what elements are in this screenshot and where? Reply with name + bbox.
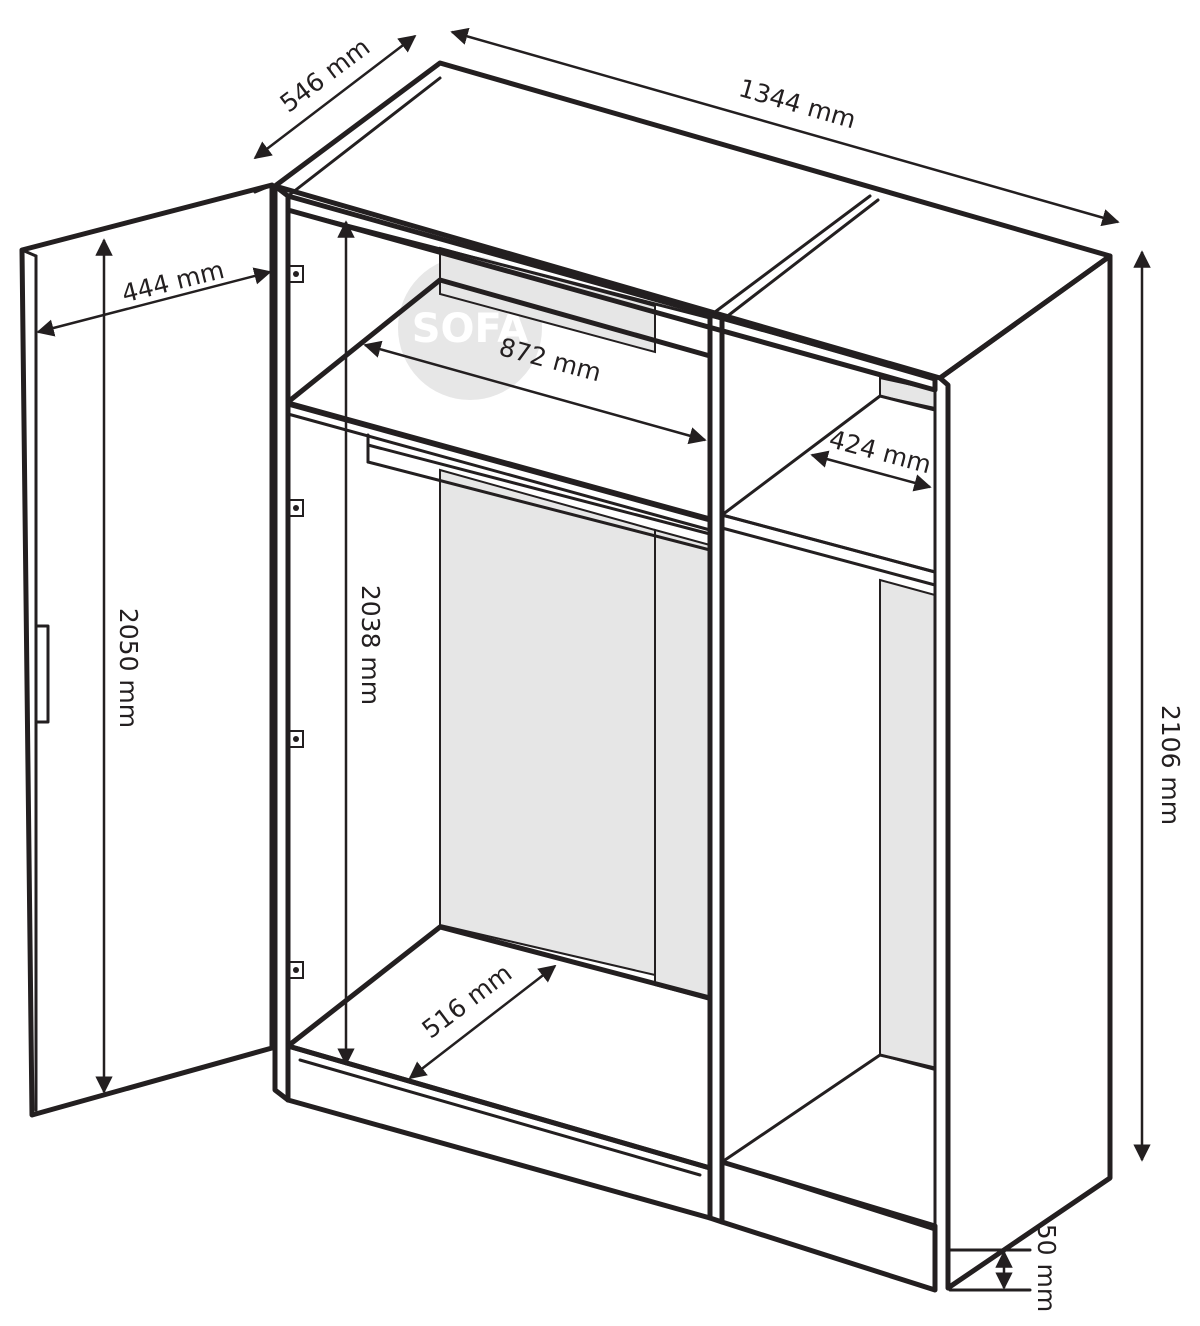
dimension-door-width: 444 mm (36, 255, 272, 337)
interior-depth-label: 516 mm (416, 958, 517, 1044)
hinge-icon (288, 730, 304, 748)
total-height-label: 2106 mm (1156, 705, 1185, 825)
dimension-plinth-height: 50 mm (948, 1224, 1061, 1312)
wardrobe-carcass (272, 60, 1113, 1293)
dimension-width: 1344 mm (450, 27, 1120, 227)
dimension-interior-height: 2038 mm (337, 220, 385, 1066)
hinge-icon (288, 961, 304, 979)
small-shelf-label: 424 mm (826, 424, 934, 479)
door-handle (34, 624, 50, 724)
door-width-label: 444 mm (119, 255, 227, 308)
interior-height-label: 2038 mm (356, 585, 385, 705)
door-height-label: 2050 mm (114, 608, 143, 728)
dimension-door-height: 2050 mm (95, 238, 143, 1094)
hinge-icon (288, 499, 304, 517)
door-hinges (288, 265, 304, 979)
plinth-height-label: 50 mm (1032, 1224, 1061, 1312)
dimension-small-shelf: 424 mm (810, 424, 934, 492)
open-door (19, 182, 275, 1118)
width-label: 1344 mm (736, 73, 860, 134)
hinge-icon (288, 265, 304, 283)
dimension-interior-depth: 516 mm (408, 958, 557, 1080)
dimension-total-height: 2106 mm (1133, 250, 1185, 1162)
